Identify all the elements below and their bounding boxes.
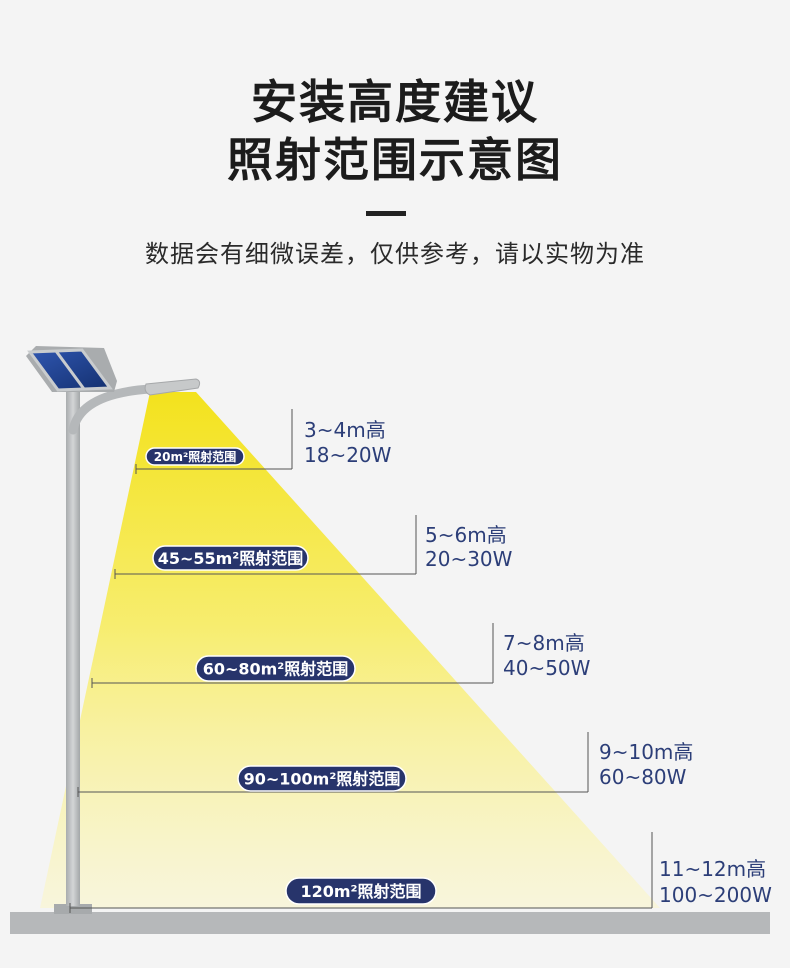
solar-panel <box>26 346 117 392</box>
area-badge <box>237 765 407 792</box>
area-badge-label: 20m²照射范围 <box>154 449 236 464</box>
area-badge-label: 60~80m²照射范围 <box>203 659 349 678</box>
height-label: 5~6m高 <box>425 523 507 547</box>
pole-base <box>54 904 92 914</box>
area-badge-label: 45~55m²照射范围 <box>158 549 304 568</box>
light-beam <box>40 392 660 908</box>
height-label: 3~4m高 <box>304 418 386 442</box>
title-line-2: 照射范围示意图 <box>227 133 563 187</box>
area-badge <box>195 655 356 682</box>
area-badge-label: 90~100m²照射范围 <box>244 769 401 788</box>
area-badge <box>285 877 437 905</box>
height-label: 7~8m高 <box>503 631 585 655</box>
power-label: 100~200W <box>659 883 772 907</box>
area-badge-label: 120m²照射范围 <box>300 882 421 901</box>
height-label: 9~10m高 <box>599 740 693 764</box>
height-label: 11~12m高 <box>659 857 766 881</box>
pole <box>66 390 80 906</box>
area-badge <box>145 447 245 466</box>
title-line-1: 安装高度建议 <box>251 75 539 129</box>
ground <box>10 912 770 934</box>
pole-arm <box>68 384 155 435</box>
power-label: 60~80W <box>599 765 687 789</box>
lamp-head <box>144 378 201 396</box>
power-label: 20~30W <box>425 547 513 571</box>
area-badge <box>152 545 309 571</box>
title-divider <box>366 211 406 216</box>
power-label: 40~50W <box>503 656 591 680</box>
power-label: 18~20W <box>304 443 392 467</box>
subtitle: 数据会有细微误差，仅供参考，请以实物为准 <box>145 240 645 268</box>
